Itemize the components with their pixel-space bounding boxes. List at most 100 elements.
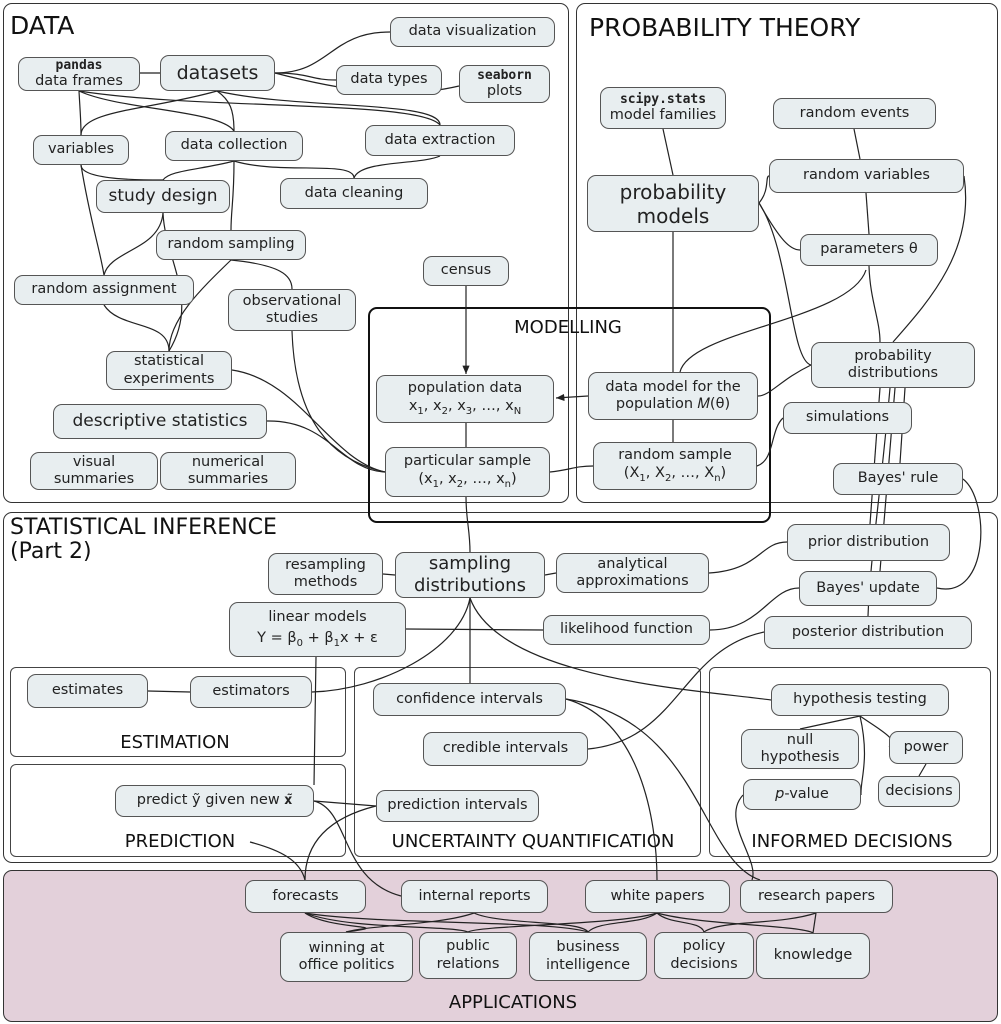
node-study-design: study design [96, 180, 230, 213]
label: estimators [212, 683, 290, 700]
formula-part: + β [303, 629, 334, 646]
node-prediction-intervals: prediction intervals [376, 790, 539, 822]
decisions-panel [709, 667, 991, 857]
population-formula: x1, x2, x3, …, xN [408, 397, 522, 417]
particular-formula: (x1, x2, …, xn) [418, 470, 517, 490]
label: data collection [180, 137, 288, 154]
label: data frames [35, 73, 123, 90]
label: random events [799, 104, 910, 121]
formula-part: 0 [296, 637, 304, 649]
label: decisions [885, 782, 953, 799]
node-variables: variables [33, 135, 129, 165]
label: random sample [618, 447, 732, 464]
node-internal-reports: internal reports [401, 880, 548, 913]
formula-part: 1 [333, 637, 341, 649]
label: confidence intervals [396, 690, 543, 707]
inference-title-line2: (Part 2) [10, 539, 92, 565]
node-white-papers: white papers [585, 880, 730, 913]
formula-part: x + ε [340, 629, 378, 646]
label: prediction intervals [387, 797, 528, 814]
inference-panel [3, 512, 998, 863]
subscript: 3 [465, 405, 473, 417]
node-posterior-distribution: posterior distribution [764, 616, 972, 649]
subscript: 2 [441, 405, 448, 417]
label: study design [108, 186, 218, 207]
node-forecasts: forecasts [245, 880, 366, 913]
label: distributions [414, 575, 526, 596]
node-data-collection: data collection [165, 131, 303, 161]
node-bayes-rule: Bayes' rule [833, 463, 963, 495]
node-predict: predict ỹ given new 𝐱̃ [115, 785, 314, 817]
label: policy [682, 938, 726, 955]
label: office politics [298, 957, 395, 973]
label: variables [47, 141, 115, 158]
label: resampling [285, 556, 366, 573]
label: credible intervals [442, 740, 569, 757]
label: probability [619, 179, 727, 204]
label: parameters θ [820, 241, 918, 258]
code-label: seaborn [477, 67, 532, 83]
code-label: scipy.stats [619, 91, 707, 107]
label: particular sample [403, 453, 532, 470]
node-prior-distribution: prior distribution [787, 524, 950, 561]
label: random sampling [167, 236, 295, 253]
label: datasets [176, 61, 259, 84]
node-likelihood-function: likelihood function [543, 615, 710, 645]
label: methods [293, 574, 358, 590]
label: posterior distribution [791, 623, 945, 640]
label: population data [407, 380, 523, 397]
label: plots [486, 83, 523, 100]
label: estimates [51, 682, 124, 699]
node-decisions: decisions [878, 776, 960, 807]
label: null [786, 731, 814, 748]
node-research-papers: research papers [740, 880, 893, 913]
label: experiments [123, 370, 215, 387]
label: relations [436, 955, 500, 972]
label: Bayes' rule [857, 470, 939, 487]
modelling-title: MODELLING [514, 317, 622, 338]
label: studies [265, 310, 319, 326]
node-random-events: random events [773, 98, 936, 129]
data-panel [3, 3, 569, 503]
label: model families [609, 107, 717, 124]
subscript: n [504, 478, 512, 490]
subscript: n [714, 472, 721, 484]
label: data types [350, 71, 428, 88]
label: data visualization [408, 23, 537, 40]
subscript: 2 [664, 472, 672, 484]
node-estimators: estimators [190, 676, 312, 708]
label: knowledge [773, 947, 853, 964]
formula-part: β [287, 629, 297, 646]
label: predict ỹ given new 𝐱̃ [136, 792, 293, 809]
label: hypothesis testing [793, 691, 927, 708]
label: linear models [268, 609, 367, 626]
label: probability [854, 347, 932, 364]
node-particular-sample: particular sample(x1, x2, …, xn) [385, 447, 550, 497]
node-hypothesis-testing: hypothesis testing [771, 684, 949, 716]
label: likelihood function [560, 621, 693, 638]
node-random-sample: random sample(X1, X2, …, Xn) [593, 442, 757, 490]
subscript: 1 [432, 478, 439, 490]
label: prior distribution [807, 533, 930, 550]
subscript: N [513, 405, 522, 417]
label: p [775, 785, 785, 802]
subscript: 1 [417, 405, 424, 417]
subscript: 1 [639, 472, 646, 484]
node-bayes-update: Bayes' update [799, 571, 937, 606]
label: winning at [308, 939, 385, 956]
label: random assignment [31, 281, 177, 298]
